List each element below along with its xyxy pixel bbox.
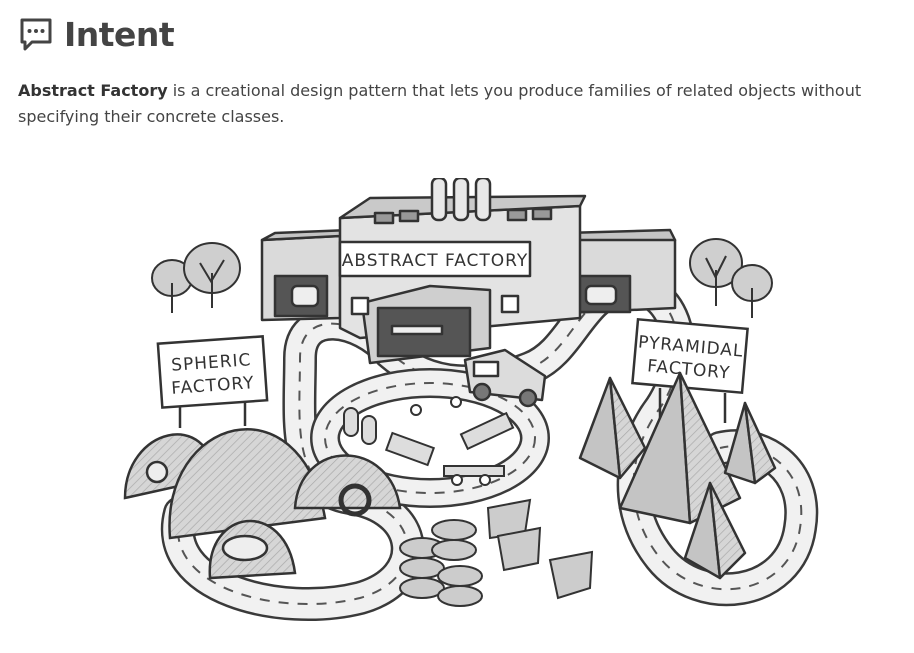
trees-left (151, 242, 241, 313)
intro-paragraph: Abstract Factory is a creational design … (18, 78, 888, 130)
main-sign-text: ABSTRACT FACTORY (342, 251, 529, 271)
intro-term: Abstract Factory (18, 81, 168, 100)
section-title: Intent (64, 14, 175, 54)
abstract-factory-illustration: ABSTRACT FACTORY SPHERIC FACTORY PYRAMID… (123, 178, 819, 621)
abstract-factory-building (260, 178, 677, 365)
intro-text: is a creational design pattern that lets… (18, 81, 862, 126)
delivery-truck (463, 348, 547, 408)
section-heading: Intent (18, 12, 175, 56)
product-stacks (399, 498, 594, 607)
cargo-items (343, 396, 515, 486)
speech-bubble-icon (20, 18, 52, 51)
trees-right (689, 238, 773, 318)
spheric-domes (123, 428, 402, 580)
pyramids (578, 371, 777, 580)
spheric-sign (156, 335, 269, 428)
